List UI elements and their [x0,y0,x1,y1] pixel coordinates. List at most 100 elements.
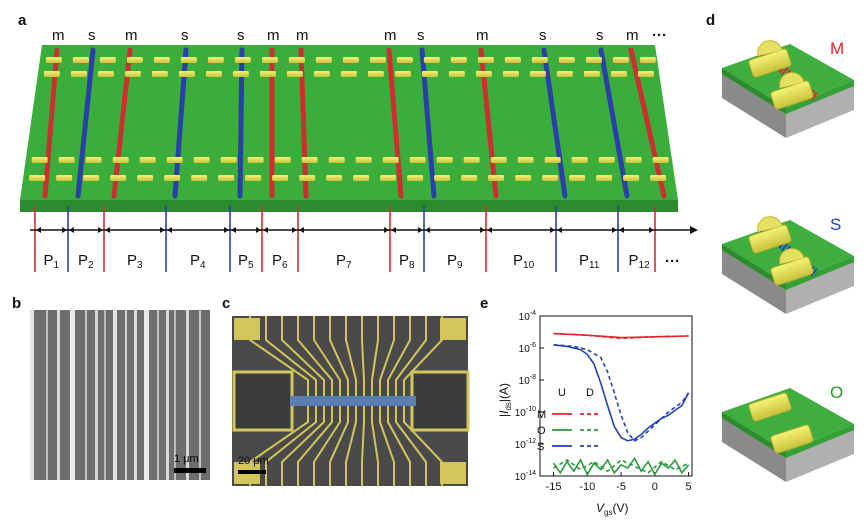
electrode-pad [556,71,573,77]
electrode-pad [434,175,451,181]
series-O-D [553,459,689,474]
segment-label: P8 [399,252,415,271]
x-tick-label: -15 [546,481,562,493]
device-type-label: S [830,215,841,234]
electrode-pad [328,157,345,163]
electrode-pad [112,157,129,163]
electrode-pad [450,57,467,63]
electrode-pad [58,157,75,163]
electrode-pad [585,57,602,63]
electrode-pad [301,157,318,163]
segment-arrowhead [425,227,430,233]
segment-arrowhead [550,227,555,233]
top-ellipsis: ··· [652,27,667,44]
device-type-label: M [830,39,844,58]
segment-arrowhead [62,227,67,233]
y-tick-label: 10-6 [519,342,536,355]
panel-b: 1 μm [30,310,210,480]
electrode-pad [299,175,316,181]
electrode-pad [504,57,521,63]
electrode-pad [313,71,330,77]
electrode-pad [531,57,548,63]
electrode-pad [139,157,156,163]
electrode-arch [779,248,805,265]
electrode-pad [394,71,411,77]
device-channel [290,396,416,406]
block-left [722,68,786,138]
electrode-pad [423,57,440,63]
tube-type-label: m [296,27,309,44]
series-O-U [552,456,690,477]
y-tick-label: 10-4 [519,310,536,323]
nanotube-m [628,47,667,199]
series-S-U [553,344,690,442]
device-type-M: M [722,39,854,138]
tube-type-label: m [267,27,280,44]
segment-label: P7 [336,252,352,271]
lead-top [379,316,395,396]
tube-type-label: s [88,27,96,44]
electrode-pad [191,175,208,181]
electrode-pad [515,175,532,181]
electrode-pad [70,71,87,77]
legend-header-down: D [586,387,594,399]
lead-top [387,316,411,396]
segment-arrowhead [619,227,624,233]
segment-arrowhead [36,227,41,233]
electrode-model [748,224,792,254]
tube-type-label: s [417,27,425,44]
tube-type-label: m [626,27,639,44]
device-type-label: O [830,383,843,402]
series-M-D [553,332,689,340]
legend-header-up: U [558,387,566,399]
tube-type-label: s [596,27,604,44]
electrode-pad [369,57,386,63]
device-type-O: O [722,383,854,482]
electrode-pad [85,157,102,163]
electrode-pad [517,157,534,163]
contact-pad-right [410,370,470,432]
electrode-pad [288,57,305,63]
lead-top [265,316,317,396]
panel-d-letter: d [706,12,716,29]
electrode-pad [637,71,654,77]
electrode-pad [56,175,73,181]
segment-arrowhead [263,227,268,233]
electrode-pad [31,157,48,163]
electrode-pad [272,175,289,181]
segment-arrowhead [649,227,654,233]
block-green-edge [786,256,854,290]
segment-markers [34,206,656,272]
tube-type-label: m [476,27,489,44]
lead-bottom [371,406,379,486]
electrode-pad [409,157,426,163]
lead-bottom [379,406,395,486]
corner-pad [440,318,466,340]
legend-label: S [537,441,544,453]
chart-xlabel: Vgs(V) [596,501,628,517]
segment-arrowhead [167,227,172,233]
segment-label: P9 [447,252,463,271]
electrode-pad [247,157,264,163]
lead-bottom [297,406,333,486]
electrode-pad [461,175,478,181]
electrode-pad [43,71,60,77]
chart-plot-area [539,315,693,477]
corner-pad [440,462,466,484]
segment-arrowhead [292,227,297,233]
electrode-pad [234,57,251,63]
electrode-pad [353,175,370,181]
x-tick-label: -5 [616,481,626,493]
electrode-pad [652,157,669,163]
y-tick-label: 10-10 [515,406,536,419]
electrode-pad [421,71,438,77]
y-tick-label: 10-12 [515,438,536,451]
electrode-pad [340,71,357,77]
electrode-pad [583,71,600,77]
electrode-pad [220,157,237,163]
electrode-pad [436,157,453,163]
